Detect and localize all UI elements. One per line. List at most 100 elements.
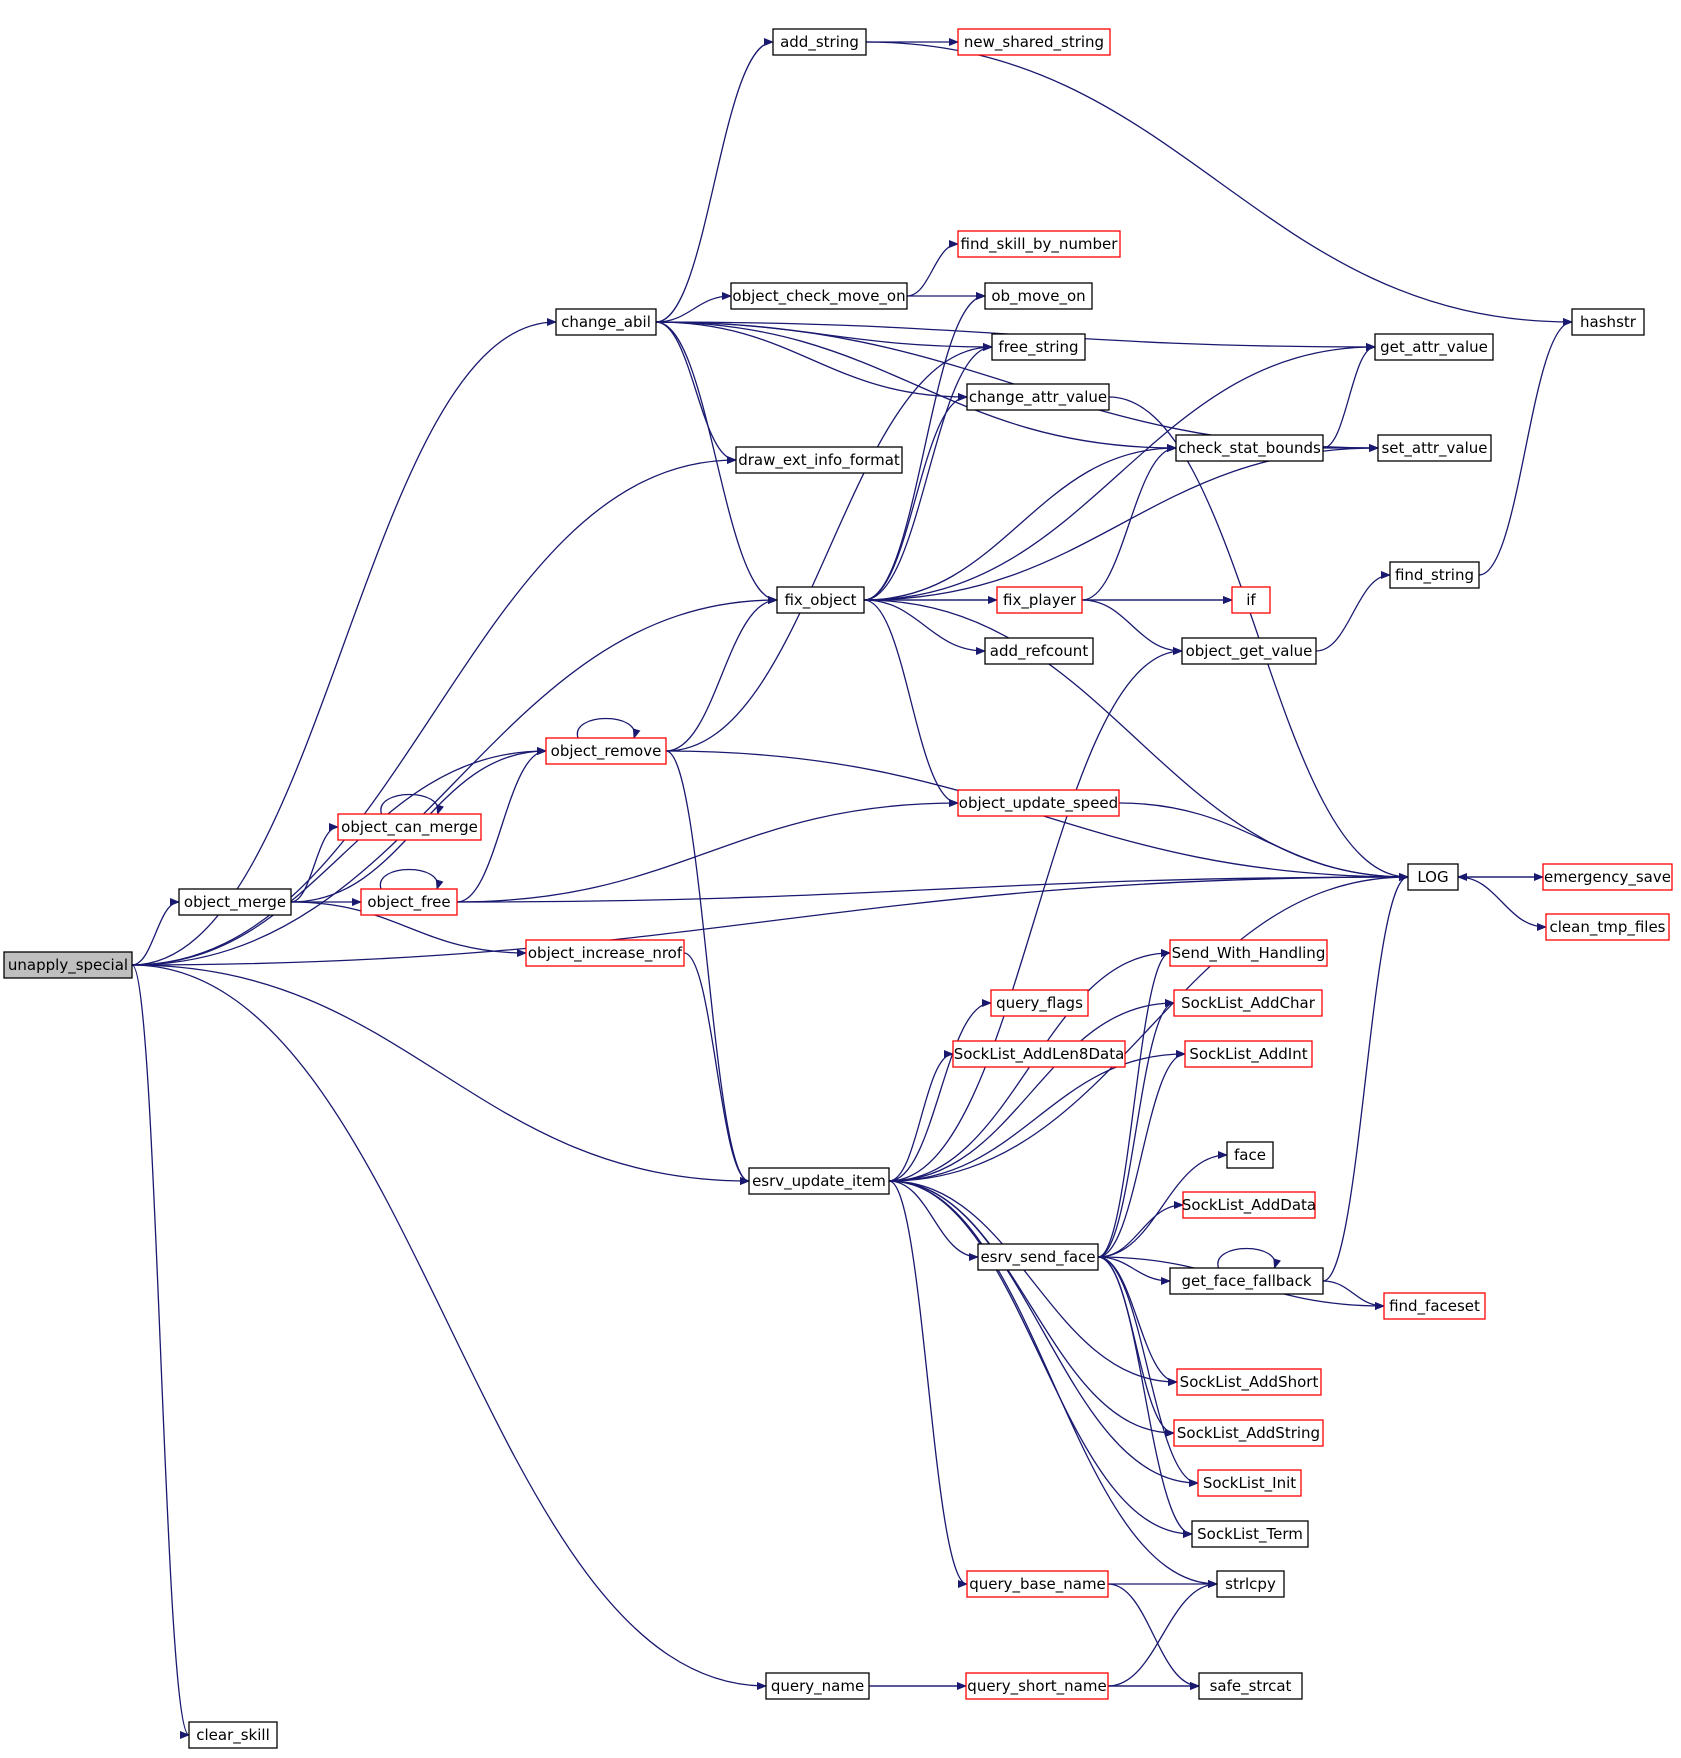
node-box [776,586,865,614]
edge-unapply_special-to-query_name [131,964,767,1690]
edge-object_can_merge-to-object_can_merge [380,793,444,815]
edge-esrv_update_item-to-SockList_AddLen8Data [888,1050,954,1182]
node-box [188,1721,278,1749]
node-label: object_can_merge [341,818,478,837]
node-SockList_Term[interactable]: SockList_Term [1191,1520,1309,1548]
node-label: query_short_name [967,1677,1106,1696]
node-get_attr_value[interactable]: get_attr_value [1374,333,1494,361]
node-object_check_move_on[interactable]: object_check_move_on [730,282,908,310]
node-find_string[interactable]: find_string [1389,561,1480,589]
edge-change_abil-to-free_string [655,321,993,351]
node-SockList_AddLen8Data[interactable]: SockList_AddLen8Data [952,1040,1126,1068]
node-label: fix_object [784,591,856,610]
node-fix_player[interactable]: fix_player [996,586,1083,614]
node-label: find_faceset [1389,1297,1480,1316]
node-get_face_fallback[interactable]: get_face_fallback [1169,1267,1324,1295]
edge-esrv_send_face-to-SockList_Init [1097,1256,1199,1487]
edge-esrv_update_item-to-SockList_Term [888,1180,1193,1538]
node-query_name[interactable]: query_name [765,1672,870,1700]
node-SockList_AddData[interactable]: SockList_AddData [1182,1191,1316,1219]
node-SockList_AddChar[interactable]: SockList_AddChar [1173,989,1323,1017]
node-query_flags[interactable]: query_flags [990,989,1089,1017]
node-SockList_AddString[interactable]: SockList_AddString [1173,1419,1324,1447]
node-free_string[interactable]: free_string [991,333,1086,361]
node-object_can_merge[interactable]: object_can_merge [337,813,482,841]
node-object_get_value[interactable]: object_get_value [1181,637,1317,665]
node-label: if [1246,591,1256,609]
node-object_update_speed[interactable]: object_update_speed [957,789,1120,817]
node-hashstr[interactable]: hashstr [1571,308,1645,336]
node-SockList_Init[interactable]: SockList_Init [1197,1469,1302,1497]
node-box [337,813,482,841]
node-box [1173,989,1323,1017]
node-change_abil[interactable]: change_abil [555,308,657,336]
edge-add_string-to-hashstr [865,41,1573,326]
node-query_base_name[interactable]: query_base_name [966,1570,1109,1598]
node-box [545,737,667,765]
node-change_attr_value[interactable]: change_attr_value [966,383,1110,411]
node-label: LOG [1417,868,1448,886]
node-if[interactable]: if [1231,586,1271,614]
node-ob_move_on[interactable]: ob_move_on [984,282,1093,310]
node-box [984,637,1094,665]
edge-esrv_send_face-to-SockList_AddInt [1097,1050,1186,1258]
node-find_faceset[interactable]: find_faceset [1383,1292,1486,1320]
node-esrv_update_item[interactable]: esrv_update_item [748,1167,890,1195]
node-object_merge[interactable]: object_merge [178,888,292,916]
node-box [1169,939,1328,967]
node-query_short_name[interactable]: query_short_name [965,1672,1109,1700]
node-draw_ext_info_format[interactable]: draw_ext_info_format [735,446,903,474]
node-object_increase_nrof[interactable]: object_increase_nrof [525,939,685,967]
edge-object_free-to-LOG [456,873,1409,903]
node-label: set_attr_value [1381,439,1487,458]
node-unapply_special[interactable]: unapply_special [3,951,133,979]
node-box [1216,1570,1285,1598]
node-add_refcount[interactable]: add_refcount [984,637,1094,665]
node-box [952,1040,1126,1068]
node-label: face [1234,1146,1266,1164]
node-box [772,28,867,56]
node-find_skill_by_number[interactable]: find_skill_by_number [957,230,1121,258]
node-check_stat_bounds[interactable]: check_stat_bounds [1175,434,1324,462]
node-set_attr_value[interactable]: set_attr_value [1377,434,1492,462]
edge-unapply_special-to-draw_ext_info_format [131,456,737,966]
node-emergency_save[interactable]: emergency_save [1542,863,1673,891]
node-label: SockList_AddData [1182,1196,1316,1215]
node-face[interactable]: face [1226,1141,1274,1169]
node-esrv_send_face[interactable]: esrv_send_face [977,1243,1099,1271]
node-object_free[interactable]: object_free [360,888,458,916]
node-label: emergency_save [1544,868,1671,887]
node-box [990,989,1089,1017]
node-box [1383,1292,1486,1320]
node-SockList_AddInt[interactable]: SockList_AddInt [1184,1040,1313,1068]
edge-fix_object-to-check_stat_bounds [863,444,1177,601]
node-SockList_AddShort[interactable]: SockList_AddShort [1176,1368,1322,1396]
edge-esrv_update_item-to-esrv_send_face [888,1180,979,1261]
node-safe_strcat[interactable]: safe_strcat [1198,1672,1303,1700]
node-box [977,1243,1099,1271]
edge-get_face_fallback-to-LOG [1322,873,1409,1282]
node-label: change_attr_value [969,388,1107,407]
node-add_string[interactable]: add_string [772,28,867,56]
edge-change_abil-to-change_attr_value [655,321,968,401]
node-label: esrv_send_face [980,1248,1095,1267]
node-box [957,28,1111,56]
node-strlcpy[interactable]: strlcpy [1216,1570,1285,1598]
node-LOG[interactable]: LOG [1407,863,1459,891]
node-fix_object[interactable]: fix_object [776,586,865,614]
edge-query_base_name-to-safe_strcat [1107,1583,1200,1690]
node-label: SockList_Term [1197,1525,1303,1544]
node-new_shared_string[interactable]: new_shared_string [957,28,1111,56]
node-clear_skill[interactable]: clear_skill [188,1721,278,1749]
edge-esrv_send_face-to-SockList_AddShort [1097,1256,1178,1386]
node-label: SockList_AddLen8Data [954,1045,1125,1064]
node-box [984,282,1093,310]
node-box [748,1167,890,1195]
node-object_remove[interactable]: object_remove [545,737,667,765]
node-Send_With_Handling[interactable]: Send_With_Handling [1169,939,1328,967]
edge-fix_player-to-object_get_value [1081,599,1183,655]
node-box [1197,1469,1302,1497]
node-clean_tmp_files[interactable]: clean_tmp_files [1545,913,1670,941]
node-label: safe_strcat [1210,1677,1292,1696]
edge-change_abil-to-add_string [655,38,774,323]
